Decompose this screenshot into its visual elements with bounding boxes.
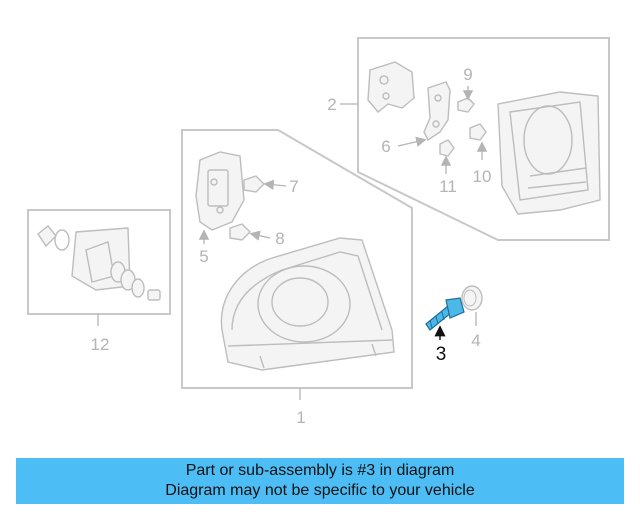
grommet-part-4-icon[interactable] — [461, 285, 483, 311]
banner-line-disclaimer: Diagram may not be specific to your vehi… — [165, 482, 475, 499]
panel-outer-lamp-assembly — [181, 129, 413, 389]
panel-socket-assembly — [27, 209, 171, 315]
panel-inner-lamp-assembly — [357, 37, 610, 241]
callout-10: 10 — [473, 167, 492, 186]
callout-12: 12 — [91, 335, 110, 354]
callout-3[interactable]: 3 — [436, 344, 447, 365]
banner-line-part-number: Part or sub-assembly is #3 in diagram — [185, 462, 455, 479]
leader-lines — [97, 86, 488, 400]
callout-2: 2 — [327, 95, 336, 114]
callout-5: 5 — [199, 247, 208, 266]
callout-9: 9 — [463, 65, 472, 84]
callout-6: 6 — [381, 137, 390, 156]
bolt-part-3-icon[interactable] — [425, 297, 465, 331]
info-banner: Part or sub-assembly is #3 in diagram Di… — [16, 458, 624, 504]
callout-11: 11 — [439, 177, 457, 196]
callout-7: 7 — [289, 177, 298, 196]
callout-8: 8 — [275, 229, 284, 248]
parts-diagram: 1 2 3 4 5 6 7 8 9 10 11 12 — [27, 37, 610, 427]
callout-1: 1 — [296, 408, 305, 427]
callout-4: 4 — [471, 331, 480, 350]
